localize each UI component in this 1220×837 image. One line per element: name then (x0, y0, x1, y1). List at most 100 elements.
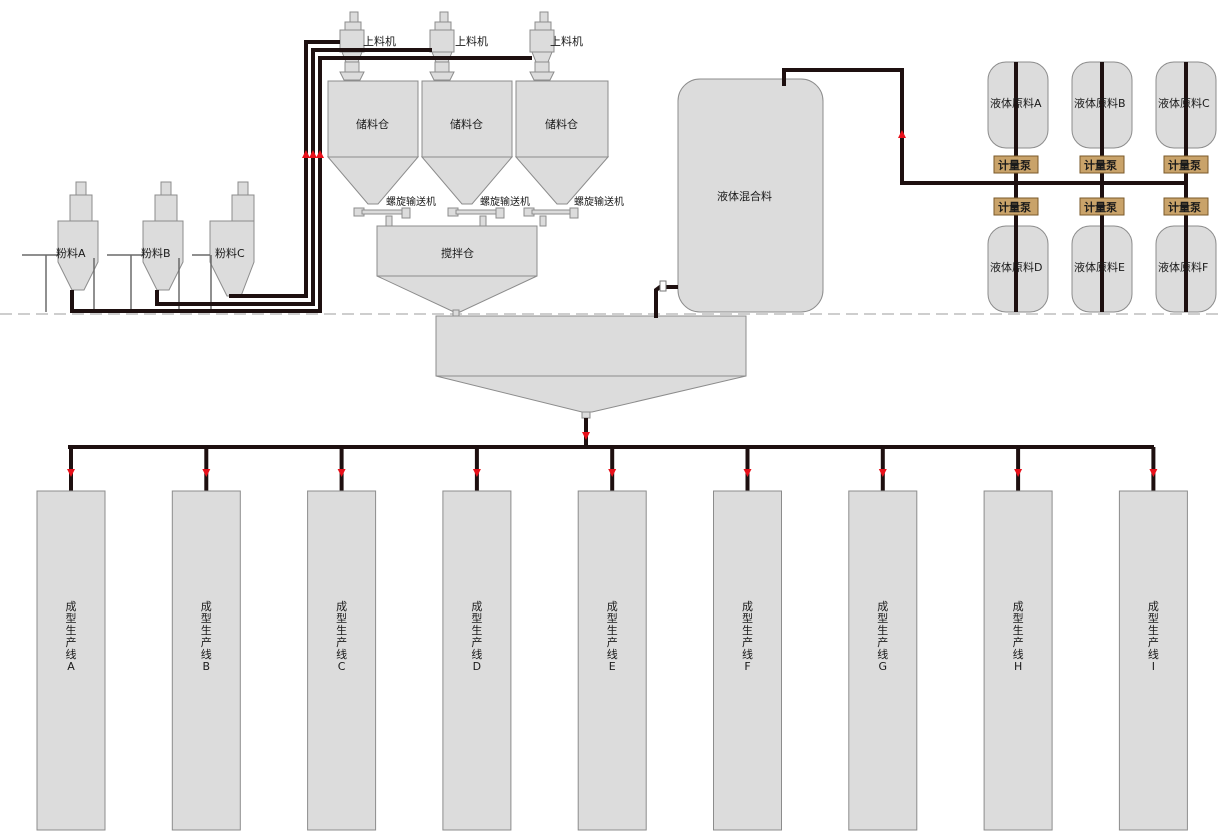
liquid-mix-tank (677, 78, 824, 313)
production-line-char: 型 (607, 611, 618, 625)
production-line-char: 型 (471, 611, 482, 625)
production-line-char: D (473, 660, 481, 673)
production-line-char: E (609, 660, 616, 673)
production-line-char: A (67, 660, 75, 673)
production-line-char: 成 (877, 600, 888, 613)
flow-arrow (202, 469, 211, 477)
liquid-label-e: 液体原料E (1074, 260, 1125, 274)
powder-silo-c (192, 181, 255, 312)
liquid-tank-outlet-pipe (654, 285, 678, 318)
production-line-body (713, 490, 782, 831)
production-line-char: 产 (336, 635, 347, 649)
production-line-char: 型 (66, 611, 77, 625)
production-line-char: 线 (877, 647, 888, 661)
loader-label-1: 上料机 (363, 34, 396, 48)
production-line-char: C (338, 660, 346, 673)
storage-bin-label-3: 储料仓 (545, 117, 578, 131)
flow-arrow (1014, 469, 1023, 477)
production-line-char: 生 (1148, 623, 1159, 637)
loader-2 (429, 11, 455, 81)
production-line-body (577, 490, 647, 831)
production-line-char: 成 (1013, 600, 1024, 613)
production-line-char: 生 (607, 623, 618, 637)
liquid-label-b: 液体原料B (1074, 96, 1126, 110)
production-line-char: 型 (1013, 611, 1024, 625)
metering-pump-d: 计量泵 (993, 197, 1039, 216)
production-line-char: 型 (201, 611, 212, 625)
production-line-char: 生 (1013, 623, 1024, 637)
production-line-body (442, 490, 512, 831)
flow-arrow-powder-2 (309, 150, 317, 158)
powder-label-a: 粉料A (56, 246, 86, 260)
screw-conveyor-2 (447, 207, 505, 227)
production-line-char: 成 (66, 600, 77, 613)
production-line-body (848, 490, 918, 831)
flow-arrow (608, 469, 617, 477)
svg-text:计量泵: 计量泵 (1084, 200, 1117, 214)
main-mixer (435, 315, 747, 419)
storage-bin-label-1: 储料仓 (356, 117, 389, 131)
liquid-label-c: 液体原料C (1158, 96, 1210, 110)
metering-pump-c: 计量泵 (1163, 155, 1209, 174)
screw-conveyor-1 (353, 207, 411, 227)
loader-label-3: 上料机 (550, 34, 583, 48)
svg-text:计量泵: 计量泵 (1084, 158, 1117, 172)
production-line-char: 生 (471, 623, 482, 637)
production-line-char: 线 (66, 647, 77, 661)
screw-conveyor-label-3: 螺旋输送机 (574, 195, 624, 208)
storage-bin-3 (514, 80, 610, 205)
production-line-body (36, 490, 106, 831)
production-line-char: 成 (201, 600, 212, 613)
storage-bin-1 (326, 80, 420, 205)
production-line-char: 成 (1148, 600, 1159, 613)
production-lines: 成型生产线A成型生产线B成型生产线C成型生产线D成型生产线E成型生产线F成型生产… (36, 447, 1188, 831)
powder-label-c: 粉料C (215, 246, 245, 260)
production-line-char: 线 (471, 647, 482, 661)
flow-arrow (472, 469, 481, 477)
powder-label-b: 粉料B (141, 246, 171, 260)
loader-label-2: 上料机 (455, 34, 488, 48)
production-line-char: 成 (607, 600, 618, 613)
flow-arrow-powder-3 (316, 150, 324, 158)
svg-text:计量泵: 计量泵 (998, 200, 1031, 214)
screw-conveyor-label-1: 螺旋输送机 (386, 195, 436, 208)
svg-text:计量泵: 计量泵 (998, 158, 1031, 172)
production-line-char: 产 (201, 635, 212, 649)
metering-pump-e: 计量泵 (1079, 197, 1125, 216)
flow-arrow-liquid-feed (898, 130, 906, 138)
liquid-tank-valve (659, 280, 667, 292)
svg-text:计量泵: 计量泵 (1168, 200, 1201, 214)
production-line-body (1118, 490, 1188, 831)
production-line-char: 成 (742, 600, 753, 613)
metering-pump-b: 计量泵 (1079, 155, 1125, 174)
mixing-bin (376, 225, 538, 313)
production-line-char: 成 (336, 600, 347, 613)
production-line-char: I (1152, 660, 1155, 673)
flow-arrow (337, 469, 346, 477)
production-line-char: 型 (742, 611, 753, 625)
production-line-char: 线 (742, 647, 753, 661)
production-line-char: 型 (877, 611, 888, 625)
production-line-char: 线 (336, 647, 347, 661)
flow-arrow (878, 469, 887, 477)
production-line-char: 产 (66, 635, 77, 649)
powder-pipe-b (155, 48, 432, 306)
flow-arrow-powder-1 (302, 150, 310, 158)
powder-silo-b (107, 181, 184, 312)
production-line-char: 产 (471, 635, 482, 649)
svg-text:计量泵: 计量泵 (1168, 158, 1201, 172)
production-line-char: B (203, 660, 211, 673)
production-line-char: 线 (607, 647, 618, 661)
production-line-char: 型 (1148, 611, 1159, 625)
production-line-char: 产 (607, 635, 618, 649)
production-line-char: G (879, 660, 888, 673)
screw-conveyor-label-2: 螺旋输送机 (480, 195, 530, 208)
metering-pump-f: 计量泵 (1163, 197, 1209, 216)
